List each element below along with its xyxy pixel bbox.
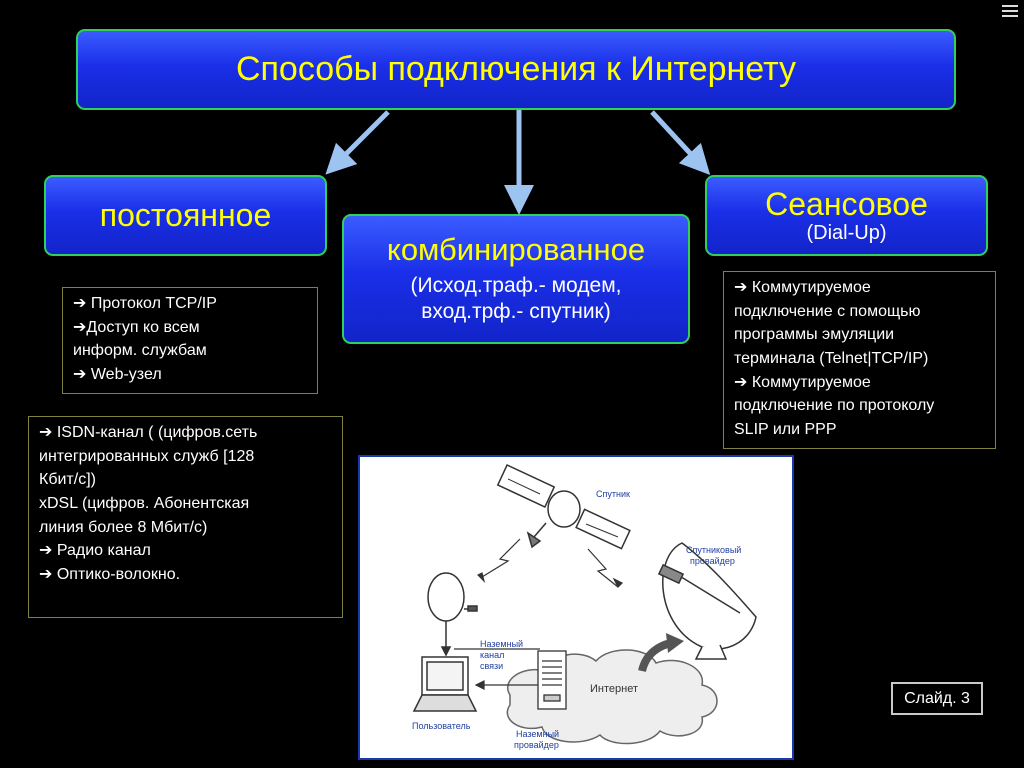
note-line: линия более 8 Мбит/с): [39, 518, 208, 536]
user-label: Пользователь: [412, 721, 471, 731]
wireless-links: [476, 538, 624, 589]
provider-dish-icon: [657, 542, 757, 660]
note-line: подключение с помощью: [734, 302, 921, 320]
sat-provider-label-2: провайдер: [690, 556, 735, 566]
note-line: подключение по протоколу: [734, 397, 935, 415]
note-line: программы эмуляции: [734, 326, 895, 344]
slide-number: Слайд. 3: [891, 682, 983, 715]
ground-link-label-1: Наземный: [480, 639, 523, 649]
permanent-label: постоянное: [99, 197, 272, 233]
note-line: ➔ ISDN-канал ( (цифров.сеть: [39, 424, 258, 441]
ground-link-label-3: связи: [480, 661, 503, 671]
sat-provider-label-1: Спутниковый: [686, 545, 741, 555]
ground-provider-label-1: Наземный: [516, 729, 559, 739]
user-dish-icon: [427, 572, 478, 657]
page-title: Способы подключения к Интернету: [76, 29, 956, 110]
network-figure: Интернет Спутник: [358, 455, 794, 760]
note-line: SLIP или PPP: [734, 421, 837, 439]
satellite-label: Спутник: [596, 489, 630, 499]
slide-number-label: Слайд. 3: [904, 689, 970, 707]
note-permanent: ➔ Протокол TCP/IP ➔Доступ ко всем информ…: [62, 287, 318, 394]
combined-sub-line1: (Исход.траф.- модем,: [410, 273, 622, 297]
note-line: терминала (Telnet|TCP/IP): [734, 350, 929, 368]
note-line: ➔ Протокол TCP/IP: [73, 295, 217, 312]
menu-icon[interactable]: [1000, 2, 1020, 18]
title-text: Способы подключения к Интернету: [235, 50, 797, 88]
session-sub: (Dial-Up): [806, 222, 887, 245]
note-line: ➔ Web-узел: [73, 366, 162, 384]
ground-link-label-2: канал: [480, 650, 504, 660]
satellite-icon: [496, 464, 631, 550]
combined-sub-line2: вход.трф.- спутник): [421, 300, 611, 324]
server-icon: [537, 650, 567, 710]
arrow-to-session: [650, 110, 711, 176]
note-line: ➔Доступ ко всем: [73, 318, 200, 336]
note-line: ➔ Оптико-волокно.: [39, 566, 181, 584]
session-label: Сеансовое: [765, 185, 928, 222]
note-line: ➔ Коммутируемое: [734, 279, 871, 296]
note-line: информ. службам: [73, 342, 207, 360]
combined-label: комбинированное: [386, 231, 646, 267]
combined-sub: (Исход.траф.- модем, вход.трф.- спутник): [411, 273, 622, 326]
note-line: xDSL (цифров. Абонентская: [39, 495, 250, 513]
note-line: Кбит/с]): [39, 471, 96, 489]
note-line: интегрированных служб [128: [39, 447, 255, 465]
laptop-icon: [412, 656, 478, 712]
note-line: ➔ Коммутируемое: [734, 373, 871, 391]
permanent-box: постоянное: [44, 175, 327, 256]
internet-label: Интернет: [590, 683, 638, 695]
uplink-arrowhead: [666, 633, 684, 653]
combined-box: комбинированное (Исход.траф.- модем, вхо…: [342, 214, 690, 344]
note-channels: ➔ ISDN-канал ( (цифров.сеть интегрирован…: [28, 416, 343, 618]
note-session: ➔ Коммутируемое подключение с помощью пр…: [723, 271, 996, 449]
note-line: ➔ Радио канал: [39, 542, 151, 560]
arrow-to-permanent: [325, 110, 390, 175]
session-box: Сеансовое (Dial-Up): [705, 175, 988, 256]
ground-link-arrows: [454, 648, 540, 690]
ground-provider-label-2: провайдер: [514, 740, 559, 750]
